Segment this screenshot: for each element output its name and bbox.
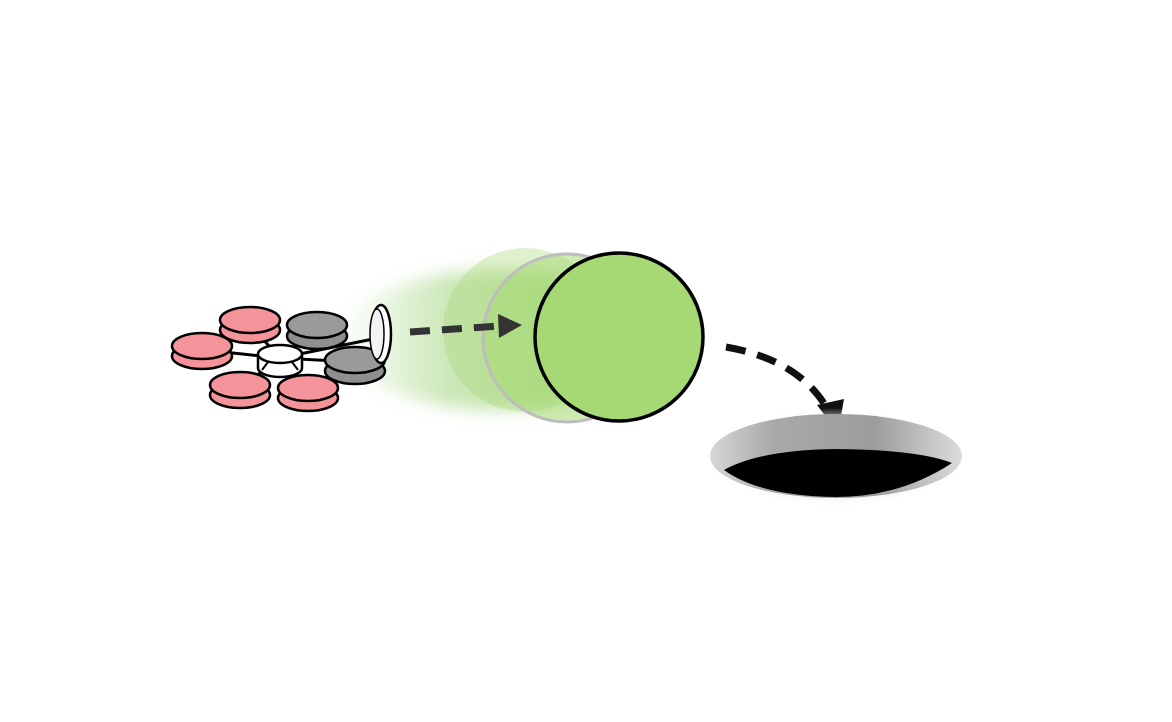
hole-icon xyxy=(704,408,968,508)
drone-icon xyxy=(170,303,393,413)
rotor-left xyxy=(170,331,234,371)
rotor-rear-left xyxy=(208,370,272,410)
launcher-paddle xyxy=(369,303,393,365)
rotor-right xyxy=(323,345,387,386)
rotor-front-left xyxy=(218,305,282,345)
ball-icon xyxy=(533,251,705,423)
rotor-rear-right xyxy=(276,373,340,413)
rotor-front-right xyxy=(285,310,349,351)
drone-body xyxy=(256,343,304,379)
arrow-right-icon xyxy=(409,314,522,338)
hole-opening xyxy=(724,449,952,497)
